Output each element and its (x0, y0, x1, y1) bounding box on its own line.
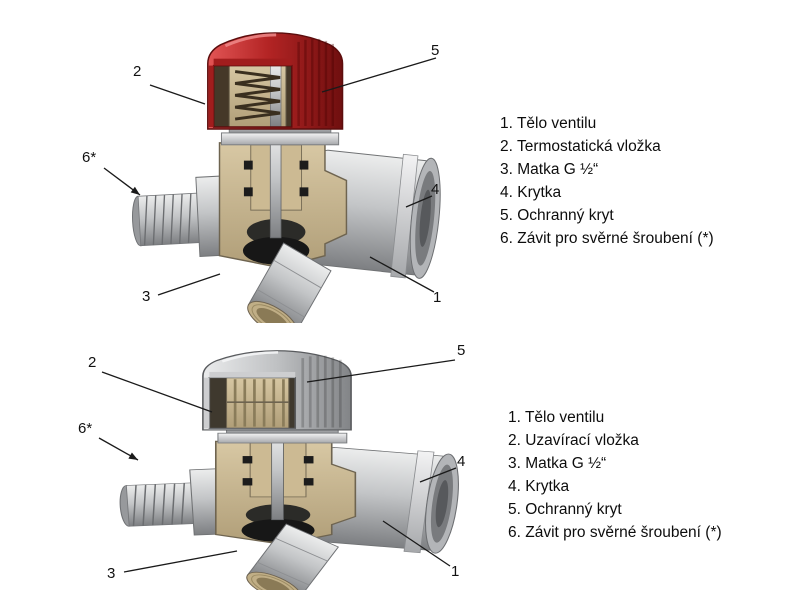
union-nut-matka (246, 523, 340, 590)
legend-item-6: 6. Závit pro svěrné šroubení (*) (508, 524, 722, 541)
legend-shutoff: 1. Tělo ventilu 2. Uzavírací vložka 3. M… (508, 406, 722, 544)
valve-cutaway-thermostatic (132, 32, 441, 323)
legend-item-2: 2. Uzavírací vložka (508, 432, 639, 449)
valve-body (218, 128, 348, 269)
callout-2: 2 (133, 63, 142, 80)
figure-shutoff-valve: 2 5 6* 4 3 1 1. Tělo ventilu 2. Uzavírac… (0, 330, 800, 600)
legend-item-6: 6. Závit pro svěrné šroubení (*) (500, 230, 714, 247)
legend-item-3: 3. Matka G ½“ (508, 455, 607, 472)
legend-item-1: 1. Tělo ventilu (500, 115, 597, 132)
callout-4: 4 (431, 181, 440, 198)
thermostatic-spring (234, 70, 281, 121)
valve-cutaway-shutoff (119, 350, 459, 590)
legend-item-5: 5. Ochranný kryt (508, 501, 622, 518)
union-nut-matka (247, 242, 332, 323)
shutoff-insert-ribs (233, 379, 285, 427)
callout-1: 1 (433, 289, 442, 306)
callout-2: 2 (88, 354, 97, 371)
callout-3: 3 (142, 288, 151, 305)
legend-item-4: 4. Krytka (508, 478, 570, 495)
legend-item-5: 5. Ochranný kryt (500, 207, 614, 224)
legend-item-3: 3. Matka G ½“ (500, 161, 599, 178)
callout-5: 5 (431, 42, 440, 59)
compression-thread (119, 468, 228, 536)
legend-item-1: 1. Tělo ventilu (508, 409, 605, 426)
protective-cap-red (207, 32, 344, 130)
callout-1: 1 (451, 563, 460, 580)
legend-thermostatic: 1. Tělo ventilu 2. Termostatická vložka … (500, 112, 714, 250)
figure-thermostatic-valve: 2 5 6* 4 3 1 1. Tělo ventilu 2. Termosta… (82, 32, 714, 323)
legend-item-2: 2. Termostatická vložka (500, 138, 661, 155)
callout-3: 3 (107, 565, 116, 582)
callout-4: 4 (457, 453, 466, 470)
callout-5: 5 (457, 342, 466, 359)
legend-item-4: 4. Krytka (500, 184, 562, 201)
callout-6: 6* (78, 420, 93, 437)
compression-thread (132, 175, 230, 257)
protective-cap-gray (202, 350, 352, 431)
callout-6: 6* (82, 149, 97, 166)
